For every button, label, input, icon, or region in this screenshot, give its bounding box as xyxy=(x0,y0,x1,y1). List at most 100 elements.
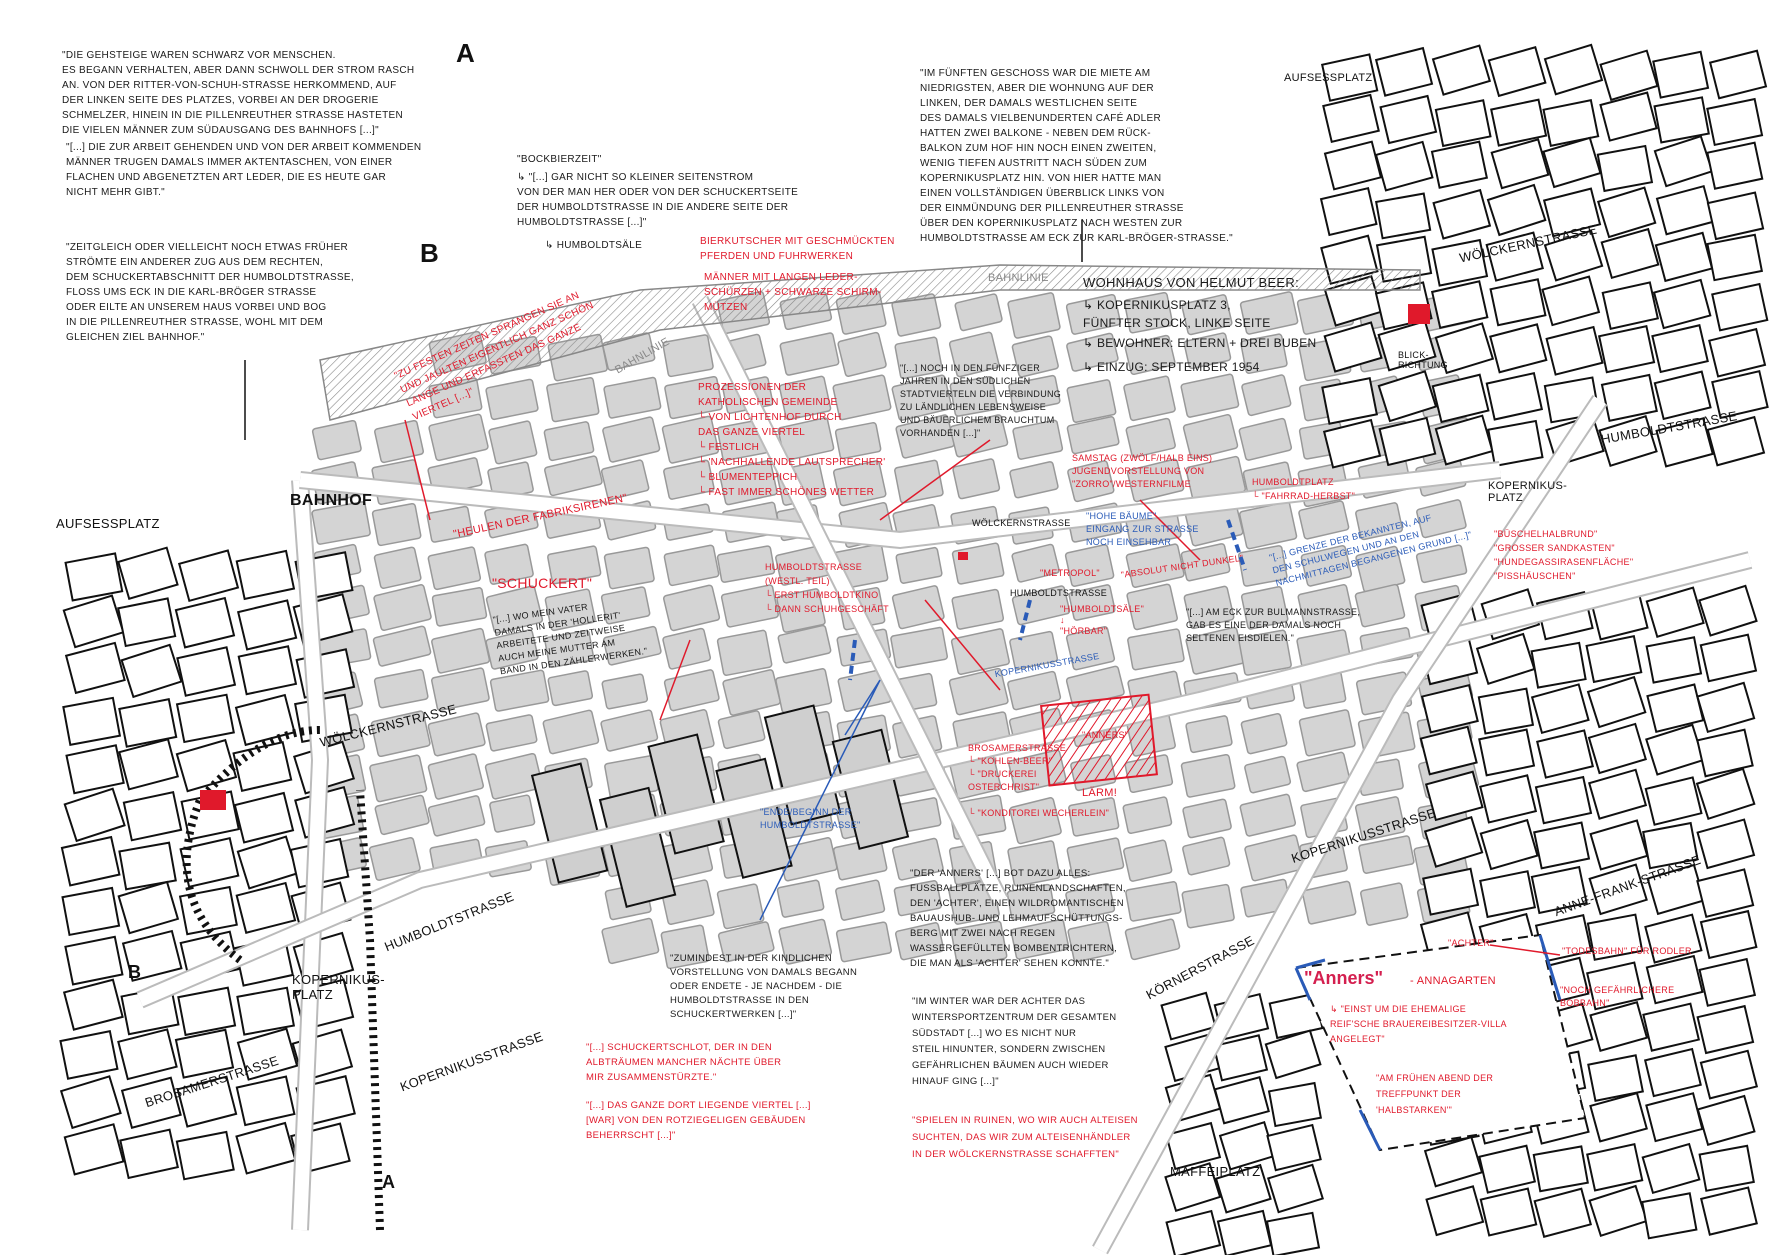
gray-block xyxy=(776,588,826,633)
gray-block xyxy=(1354,583,1406,628)
black-block xyxy=(1486,183,1547,237)
procession-leader-line xyxy=(879,439,991,521)
black-block xyxy=(1477,687,1535,735)
gray-block xyxy=(489,669,550,712)
gray-block xyxy=(1066,379,1117,423)
gray-block xyxy=(544,455,603,497)
gray-block xyxy=(776,879,825,918)
black-block xyxy=(1589,1001,1649,1052)
gray-block xyxy=(600,459,650,500)
gray-block xyxy=(1182,798,1232,839)
gray-block xyxy=(1180,753,1236,798)
black-block xyxy=(1165,1121,1222,1171)
black-block xyxy=(1374,140,1434,192)
gray-block xyxy=(484,543,534,585)
gray-block xyxy=(1240,333,1288,374)
note-achter: "Achter" xyxy=(1448,938,1494,948)
gray-block xyxy=(1125,417,1176,458)
black-block xyxy=(1479,1187,1538,1237)
black-block xyxy=(1585,635,1643,684)
gray-block xyxy=(662,334,714,378)
black-block xyxy=(1586,1143,1644,1192)
black-block xyxy=(1589,819,1649,871)
quote-winter: "Im Winter war der Achter das Winterspor… xyxy=(912,996,1117,1087)
gray-block xyxy=(722,669,781,716)
black-block xyxy=(1706,415,1766,467)
black-block xyxy=(1321,377,1379,425)
black-block xyxy=(1706,97,1764,147)
black-block xyxy=(176,646,237,697)
black-block xyxy=(1696,728,1754,778)
black-block xyxy=(1652,278,1712,330)
road xyxy=(137,553,1752,1007)
black-block xyxy=(1587,1054,1645,1102)
gray-block xyxy=(660,924,710,970)
map-overlays xyxy=(182,220,1587,1231)
note-tall-trees: "Hohe Bäume" Eingang zur Straße noch ein… xyxy=(1086,511,1199,547)
black-block xyxy=(1696,681,1756,734)
gray-block xyxy=(602,416,661,463)
black-block xyxy=(1264,1029,1322,1080)
gray-block xyxy=(547,545,602,585)
gray-block xyxy=(832,374,892,421)
gray-block xyxy=(311,419,362,461)
gray-block xyxy=(1238,417,1293,461)
gray-block xyxy=(484,752,544,800)
note-bobsleigh: "noch gefährlichere Bobbahn" xyxy=(1560,985,1675,1008)
black-block xyxy=(1696,1094,1756,1146)
gray-block xyxy=(368,836,421,881)
railway-hatched-area xyxy=(319,264,1421,421)
annagarten-blue-corners xyxy=(1294,934,1562,1151)
black-block xyxy=(174,1028,235,1079)
black-block xyxy=(120,643,183,699)
gray-block xyxy=(485,714,538,752)
gray-block xyxy=(1065,626,1116,671)
black-block xyxy=(1706,191,1765,241)
black-block xyxy=(177,549,240,603)
black-block xyxy=(236,599,298,651)
black-block xyxy=(1543,229,1604,282)
black-block xyxy=(1653,134,1714,188)
black-block xyxy=(62,594,125,649)
black-block xyxy=(1601,281,1660,330)
gray-block xyxy=(716,545,776,583)
note-death-run: "Todesbahn" für Rodler xyxy=(1562,946,1692,956)
black-block xyxy=(1479,870,1537,919)
gray-block xyxy=(488,420,538,465)
black-block xyxy=(178,885,238,936)
gray-block xyxy=(1298,500,1350,540)
black-block xyxy=(1586,913,1644,961)
gray-block xyxy=(1300,544,1353,587)
black-block xyxy=(1698,584,1758,637)
black-block xyxy=(1698,1144,1755,1192)
black-block xyxy=(1423,815,1484,868)
gray-block xyxy=(778,375,832,421)
gray-block xyxy=(1183,585,1235,630)
label-anners-hatched: "Anners" xyxy=(1082,730,1129,740)
gray-block xyxy=(1183,332,1232,370)
gray-block xyxy=(1238,501,1298,550)
gray-block xyxy=(372,625,432,667)
black-block xyxy=(62,696,122,746)
black-block xyxy=(1164,1162,1222,1213)
road xyxy=(299,463,1501,548)
black-block xyxy=(59,1075,122,1130)
gray-block xyxy=(601,917,660,965)
black-block xyxy=(1485,231,1544,282)
gray-block xyxy=(1064,544,1115,587)
residence-occupants: ↳ Bewohner: Eltern + drei Buben xyxy=(1083,336,1317,350)
gray-block xyxy=(1297,584,1354,628)
black-block xyxy=(1319,186,1378,237)
black-block xyxy=(1699,1186,1758,1236)
gray-block xyxy=(835,879,886,921)
annagarten-boundary xyxy=(1294,933,1587,1152)
black-block xyxy=(1541,275,1601,327)
gray-block xyxy=(1006,883,1056,921)
gray-block xyxy=(374,419,424,464)
black-block xyxy=(1218,1121,1276,1171)
gray-block xyxy=(1239,793,1297,837)
gray-block xyxy=(894,336,943,380)
gray-block xyxy=(1122,796,1173,834)
black-block xyxy=(1599,91,1658,142)
gray-block xyxy=(891,374,953,421)
